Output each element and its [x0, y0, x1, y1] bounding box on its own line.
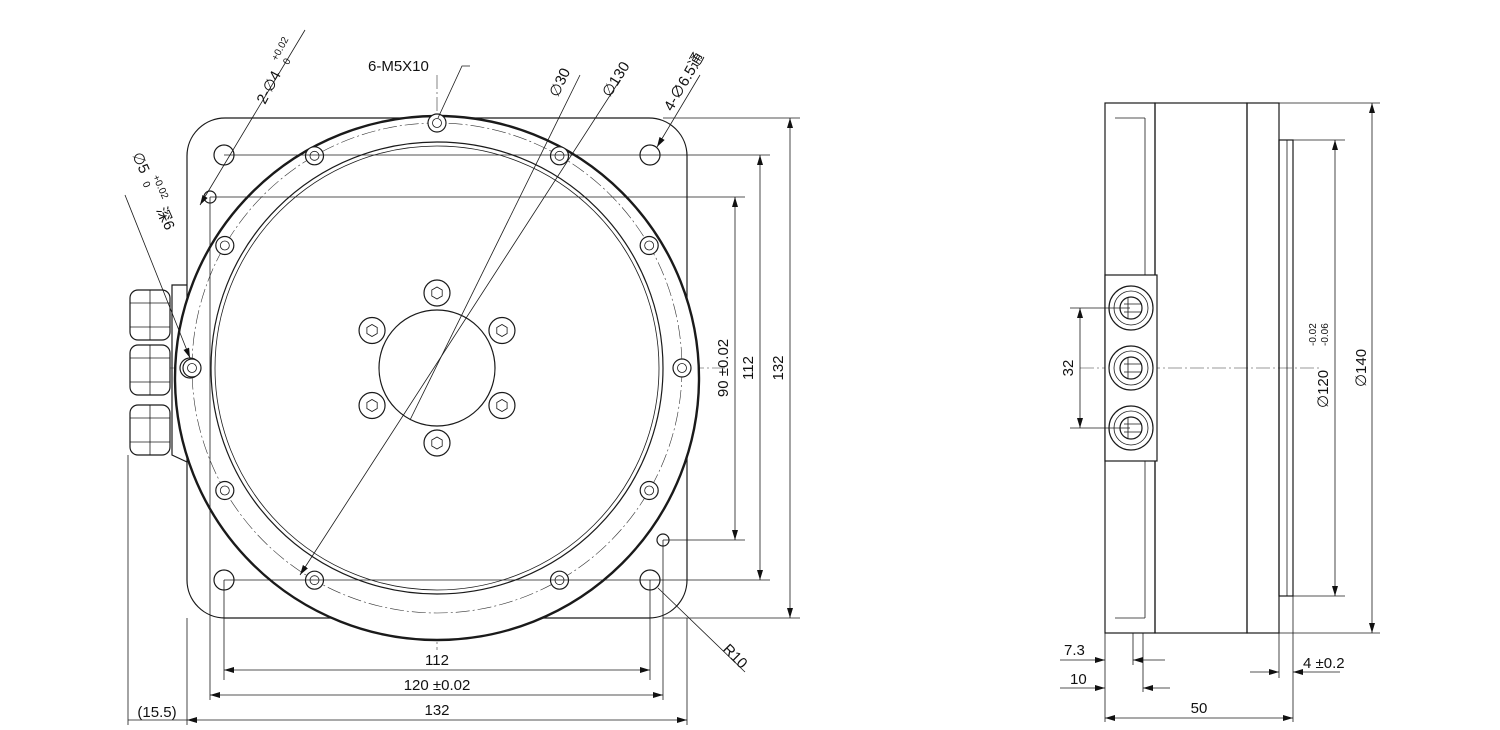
dim-overall-height: 132 — [770, 355, 787, 380]
callout-pin-hole-left-tol-upper: +0.02 — [150, 173, 171, 201]
dim-overall-width: 132 — [424, 702, 449, 719]
bolt-screw — [672, 358, 692, 378]
front-vertical-dim-lines — [732, 118, 793, 618]
bolt-screw — [215, 480, 235, 501]
callout-pin-hole-left: ∅5 +0.02 0 深6 — [128, 150, 178, 233]
side-dim-lines — [1060, 103, 1375, 721]
side-connector — [1108, 345, 1154, 391]
connector-housing — [171, 284, 188, 463]
front-horizontal-dim-lines — [128, 667, 687, 723]
dim-output-flange-tol-upper: -0.02 — [1308, 323, 1319, 346]
center-screw — [358, 391, 386, 420]
dim-step-7-3: 7.3 — [1064, 642, 1085, 659]
bolt-screw — [215, 235, 235, 256]
bolt-screw — [639, 480, 659, 501]
front-leader-lines — [124, 29, 746, 673]
dim-output-flange-diameter: ∅120 — [1315, 370, 1332, 408]
bolt-screw — [639, 235, 659, 256]
inner-ring-circle-2 — [214, 145, 660, 591]
callout-mount-holes: 4-∅6.5通 — [661, 50, 708, 114]
center-screw — [358, 316, 386, 345]
dim-pin-spacing-vertical: 90 ±0.02 — [715, 339, 732, 397]
dim-connector-pitch: 32 — [1060, 360, 1077, 377]
outer-housing-circle — [173, 114, 701, 642]
callout-pin-holes-top-tol-lower: 0 — [281, 56, 294, 66]
bolt-screw — [427, 113, 447, 133]
side-output-flange — [1278, 139, 1294, 597]
cable-gland-2 — [129, 344, 171, 396]
dim-pin-spacing-horizontal: 120 ±0.02 — [404, 677, 471, 694]
dim-hole-spacing-horizontal: 112 — [425, 652, 449, 669]
callout-pin-hole-left-depth: 深6 — [153, 205, 178, 233]
callout-pin-hole-left-tol-lower: 0 — [140, 180, 152, 190]
callout-pin-holes-top-tol-upper: +0.02 — [270, 35, 292, 63]
dim-overall-length: 50 — [1191, 700, 1208, 717]
bolt-screw — [304, 146, 325, 166]
dim-hole-spacing-vertical: 112 — [740, 356, 757, 380]
dim-connector-offset: (15.5) — [137, 704, 176, 721]
dim-flange-thickness: 4 ±0.2 — [1303, 655, 1345, 672]
callout-bolt-circle: ∅130 — [599, 59, 634, 100]
dim-outer-diameter: ∅140 — [1353, 349, 1370, 387]
center-bore — [378, 309, 496, 427]
center-screw — [423, 279, 451, 307]
bolt-screw — [182, 358, 202, 378]
front-extension-lines — [127, 117, 800, 725]
center-socket-screws — [358, 279, 516, 457]
callout-pin-hole-left-label: ∅5 — [128, 150, 152, 176]
dim-output-flange-tol-lower: -0.06 — [1320, 323, 1331, 346]
callout-threaded-holes: 6-M5X10 — [368, 58, 429, 75]
callout-pin-holes-top: 2-∅4 +0.02 0 — [254, 35, 294, 107]
front-view: 90 ±0.02 112 132 112 120 ±0.02 132 (15.5… — [124, 29, 800, 725]
center-screw — [488, 391, 516, 420]
bolt-screw — [549, 146, 570, 166]
dim-output-flange: ∅120 -0.02 -0.06 — [1308, 323, 1332, 408]
cable-gland-1 — [129, 289, 171, 341]
cable-gland-3 — [129, 404, 171, 456]
center-screw — [423, 429, 451, 457]
side-view: 32 ∅120 -0.02 -0.06 ∅140 7.3 10 50 4 ±0.… — [1060, 102, 1380, 722]
inner-ring-circle — [210, 141, 664, 595]
dim-step-10: 10 — [1070, 671, 1087, 688]
callout-pin-holes-top-label: 2-∅4 — [254, 68, 285, 107]
center-screw — [488, 316, 516, 345]
side-connectors — [1108, 285, 1154, 451]
callout-corner-radius: R10 — [719, 641, 750, 672]
